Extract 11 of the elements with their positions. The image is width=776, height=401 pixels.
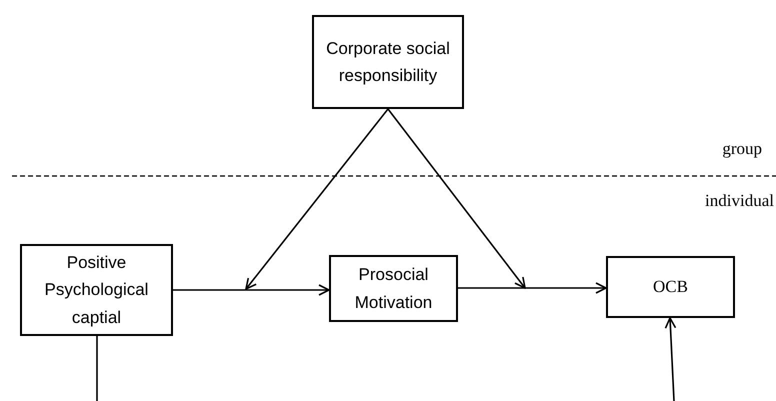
level-label: individual <box>705 190 774 212</box>
arrow <box>245 108 389 290</box>
arrow <box>458 282 607 294</box>
concept-box: OCB <box>606 256 735 318</box>
concept-box: Prosocial Motivation <box>329 255 458 322</box>
arrow <box>173 284 330 296</box>
level-label: group <box>722 138 762 160</box>
concept-box: Corporate social responsibility <box>312 15 464 109</box>
concept-box: Positive Psychological captial <box>20 244 173 336</box>
arrow <box>387 108 526 289</box>
arrow <box>664 317 676 401</box>
